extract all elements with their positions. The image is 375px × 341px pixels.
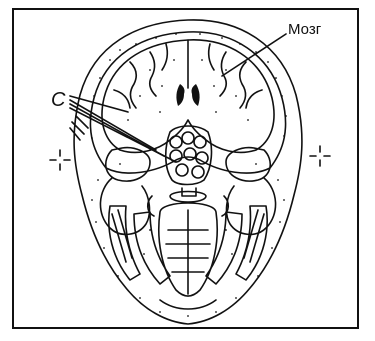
brain-sulcus <box>114 90 130 108</box>
muscle-strip <box>112 214 126 262</box>
label-brain: Мозг <box>288 22 321 37</box>
brain-sulcus <box>150 52 156 96</box>
brain-sulcus <box>240 62 246 108</box>
ventricle <box>192 84 200 106</box>
brain-leader-line <box>222 34 286 76</box>
muscle-strip <box>250 214 264 262</box>
label-c: C <box>51 90 65 110</box>
brain-sulcus <box>209 44 214 70</box>
chin <box>160 300 216 309</box>
left-ear-mark <box>50 150 70 170</box>
brain-sulcus <box>246 90 262 108</box>
ventricle <box>176 84 184 106</box>
brain-sulcus <box>162 44 167 70</box>
c-leader-line <box>70 108 176 162</box>
skin-hatch <box>76 116 88 128</box>
right-ear-mark <box>310 146 330 166</box>
brain-sulcus <box>130 62 136 108</box>
